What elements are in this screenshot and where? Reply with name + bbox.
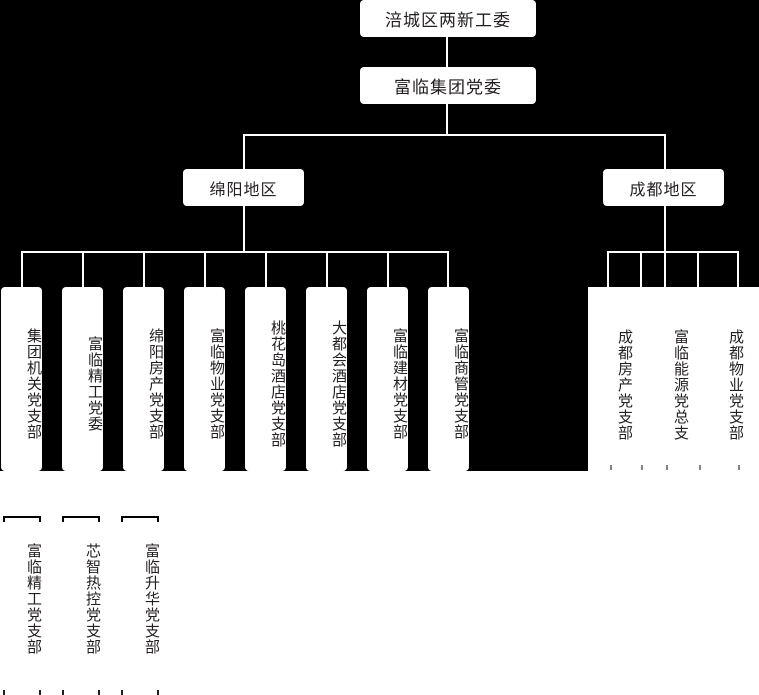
chengdu-bottom-tick-2 [641, 465, 643, 470]
node-branch-mianyang-2[interactable]: 富临精工党委 [62, 287, 104, 471]
bottom-tick-2 [39, 690, 41, 695]
connector-sub-drop-3a [121, 516, 123, 522]
node-branch-mianyang-8[interactable]: 富临商管党支部 [428, 287, 470, 471]
connector-chengdu-down [664, 206, 666, 252]
node-branch-label: 成都房产党支部 [616, 328, 634, 441]
connector-sub-drop-2b [98, 516, 100, 522]
node-region-chengdu-label: 成都地区 [629, 179, 698, 199]
chengdu-bottom-tick-1 [610, 465, 612, 470]
node-sub-branch-label: 富临升华党支部 [143, 543, 161, 655]
node-branch-label: 富临物业党支部 [208, 328, 226, 440]
node-branch-label: 集团机关党支部 [25, 328, 43, 440]
chengdu-bottom-tick-5 [738, 465, 740, 470]
connector-sub-drop-3b [157, 516, 159, 522]
node-sub-branch-1[interactable]: 富临精工党支部 [1, 529, 43, 669]
connector-chengdu-drop-4 [697, 251, 699, 287]
node-branch-mianyang-3[interactable]: 绵阳房产党支部 [123, 287, 165, 471]
connector-mianyang-drop-5 [265, 251, 267, 287]
node-region-mianyang[interactable]: 绵阳地区 [183, 169, 304, 206]
connector-region-bus [243, 134, 666, 136]
node-branch-mianyang-5[interactable]: 桃花岛酒店党支部 [245, 287, 287, 471]
node-sub-branch-2[interactable]: 芯智热控党支部 [60, 529, 102, 669]
connector-sub-drop-2a [62, 516, 64, 522]
connector-chengdu-bus [607, 251, 739, 253]
node-top-label: 涪城区两新工委 [385, 11, 511, 31]
bottom-tick-6 [157, 690, 159, 695]
connector-chengdu-drop-3 [664, 251, 666, 287]
node-branch-label: 富临能源党总支 [672, 328, 690, 441]
node-top-party-committee[interactable]: 涪城区两新工委 [360, 0, 536, 37]
connector-bus-to-mianyang [243, 134, 245, 169]
node-group-party-committee[interactable]: 富临集团党委 [360, 67, 536, 104]
node-branch-chengdu-3[interactable]: 成都物业党支部 [703, 297, 745, 472]
lower-page-panel [0, 471, 759, 695]
node-branch-label: 富临精工党委 [86, 336, 104, 432]
node-branch-mianyang-6[interactable]: 大都会酒店党支部 [306, 287, 348, 471]
connector-chengdu-drop-5 [737, 251, 739, 287]
node-branch-label: 绵阳房产党支部 [147, 328, 165, 440]
connector-sub-bus-2 [62, 516, 100, 518]
bottom-tick-1 [3, 690, 5, 695]
bottom-tick-3 [62, 690, 64, 695]
connector-mianyang-drop-2 [82, 251, 84, 287]
connector-mianyang-drop-6 [326, 251, 328, 287]
connector-sub-drop-1a [3, 516, 5, 522]
bottom-tick-4 [98, 690, 100, 695]
connector-bus-to-chengdu [664, 134, 666, 169]
node-sub-branch-3[interactable]: 富临升华党支部 [119, 529, 161, 669]
connector-chengdu-drop-1 [607, 251, 609, 287]
node-branch-mianyang-4[interactable]: 富临物业党支部 [184, 287, 226, 471]
bottom-tick-5 [121, 690, 123, 695]
connector-sub-drop-1b [39, 516, 41, 522]
node-branch-mianyang-1[interactable]: 集团机关党支部 [1, 287, 43, 471]
connector-mianyang-drop-3 [143, 251, 145, 287]
node-branch-label: 成都物业党支部 [727, 328, 745, 441]
connector-chengdu-drop-2 [640, 251, 642, 287]
node-region-chengdu[interactable]: 成都地区 [603, 169, 724, 206]
chengdu-bottom-tick-4 [699, 465, 701, 470]
node-branch-chengdu-2[interactable]: 富临能源党总支 [648, 297, 690, 472]
connector-mianyang-down [243, 206, 245, 252]
connector-mianyang-drop-7 [387, 251, 389, 287]
chengdu-bottom-tick-3 [666, 465, 668, 470]
node-branch-label: 大都会酒店党支部 [330, 320, 348, 448]
node-branch-chengdu-1[interactable]: 成都房产党支部 [592, 297, 634, 472]
connector-top-to-second [446, 37, 448, 67]
node-sub-branch-label: 富临精工党支部 [25, 543, 43, 655]
connector-second-to-bus [446, 104, 448, 135]
connector-mianyang-bus [21, 251, 448, 253]
node-branch-label: 桃花岛酒店党支部 [269, 320, 287, 448]
connector-sub-bus-3 [121, 516, 159, 518]
connector-mianyang-drop-8 [447, 251, 449, 287]
connector-sub-bus-1 [3, 516, 41, 518]
node-branch-mianyang-7[interactable]: 富临建材党支部 [367, 287, 409, 471]
connector-mianyang-drop-1 [21, 251, 23, 287]
chengdu-leaf-panel [588, 287, 759, 472]
node-branch-label: 富临商管党支部 [452, 328, 470, 440]
node-sub-branch-label: 芯智热控党支部 [84, 543, 102, 655]
connector-mianyang-drop-4 [204, 251, 206, 287]
node-group-label: 富临集团党委 [394, 78, 502, 98]
node-region-mianyang-label: 绵阳地区 [209, 179, 278, 199]
node-branch-label: 富临建材党支部 [391, 328, 409, 440]
